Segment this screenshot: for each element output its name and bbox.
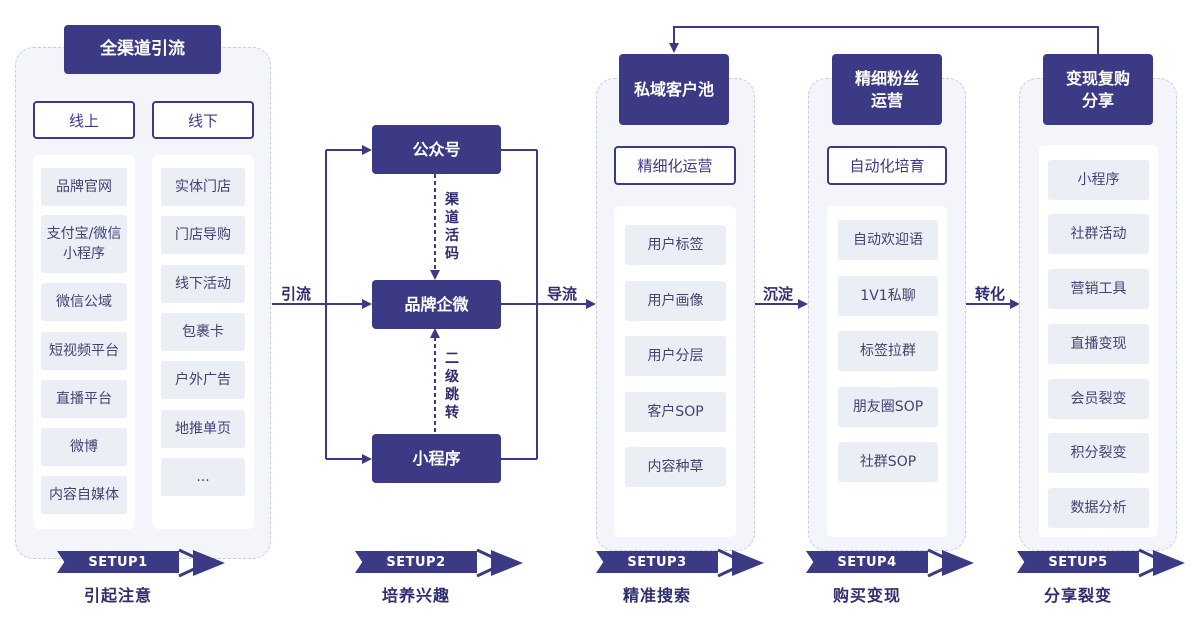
yinliu-label: 引流 bbox=[281, 285, 312, 303]
step-title: 购买变现 bbox=[832, 586, 901, 605]
step-tag: SETUP1 bbox=[57, 551, 179, 573]
feedback-loop-arrow bbox=[669, 26, 1099, 54]
col3-header: 私域客户池 bbox=[619, 54, 729, 125]
col4-item: 自动欢迎语 bbox=[838, 220, 938, 260]
col3-item: 用户标签 bbox=[625, 225, 726, 265]
offline-item: 户外广告 bbox=[161, 361, 245, 399]
col4-item: 社群SOP bbox=[838, 442, 938, 482]
col5-header: 变现复购 分享 bbox=[1043, 54, 1153, 125]
step-4: SETUP4 购买变现 bbox=[806, 548, 986, 608]
step-tag: SETUP2 bbox=[355, 551, 477, 573]
chendian-label: 沉淀 bbox=[763, 285, 794, 303]
miniprogram-node: 小程序 bbox=[372, 434, 501, 483]
step-tag: SETUP4 bbox=[806, 551, 928, 573]
channel-code-label: 渠道活码 bbox=[445, 192, 459, 262]
gongzhonghao-node: 公众号 bbox=[372, 125, 501, 174]
online-item: 微信公域 bbox=[41, 283, 127, 321]
online-label: 线上 bbox=[33, 101, 135, 139]
online-item: 直播平台 bbox=[41, 380, 127, 418]
brand-wecom-node: 品牌企微 bbox=[372, 280, 501, 329]
col5-item: 小程序 bbox=[1048, 160, 1149, 200]
col3-item: 用户画像 bbox=[625, 281, 726, 321]
offline-item: 实体门店 bbox=[161, 168, 245, 206]
step-2: SETUP2 培养兴趣 bbox=[355, 548, 535, 608]
col4-item: 朋友圈SOP bbox=[838, 387, 938, 427]
col3-sub-label: 精细化运营 bbox=[614, 146, 736, 185]
col3-item: 用户分层 bbox=[625, 336, 726, 376]
step-1: SETUP1 引起注意 bbox=[57, 548, 237, 608]
col3-item: 客户SOP bbox=[625, 392, 726, 432]
col4-item: 标签拉群 bbox=[838, 331, 938, 371]
zhuanhua-label: 转化 bbox=[975, 285, 1006, 303]
step-tag: SETUP5 bbox=[1017, 551, 1139, 573]
step-title: 培养兴趣 bbox=[381, 586, 450, 605]
col5-item: 社群活动 bbox=[1048, 214, 1149, 254]
offline-item: 地推单页 bbox=[161, 410, 245, 448]
col3-item: 内容种草 bbox=[625, 447, 726, 487]
step-tag: SETUP3 bbox=[596, 551, 718, 573]
step-title: 引起注意 bbox=[83, 586, 152, 605]
col4-header: 精细粉丝 运营 bbox=[832, 54, 942, 125]
offline-item: ... bbox=[161, 458, 245, 496]
col5-item: 直播变现 bbox=[1048, 324, 1149, 364]
col5-item: 会员裂变 bbox=[1048, 379, 1149, 419]
offline-item: 包裹卡 bbox=[161, 313, 245, 351]
step-title: 精准搜索 bbox=[622, 586, 691, 605]
step-5: SETUP5 分享裂变 bbox=[1017, 548, 1193, 608]
step-3: SETUP3 精准搜索 bbox=[596, 548, 776, 608]
online-item: 品牌官网 bbox=[41, 168, 127, 206]
offline-item: 线下活动 bbox=[161, 265, 245, 303]
online-item: 短视频平台 bbox=[41, 332, 127, 370]
double-chevron-icon bbox=[927, 548, 974, 578]
col1-header: 全渠道引流 bbox=[64, 25, 221, 74]
double-chevron-icon bbox=[1138, 548, 1185, 578]
offline-label: 线下 bbox=[152, 101, 254, 139]
secondary-jump-label: 二级跳转 bbox=[445, 351, 459, 421]
double-chevron-icon bbox=[717, 548, 764, 578]
online-item: 支付宝/微信 小程序 bbox=[41, 215, 127, 273]
double-chevron-icon bbox=[476, 548, 523, 578]
col4-sub-label: 自动化培育 bbox=[827, 146, 947, 185]
online-item: 微博 bbox=[41, 428, 127, 466]
col4-item: 1V1私聊 bbox=[838, 276, 938, 316]
col5-item: 营销工具 bbox=[1048, 269, 1149, 309]
double-chevron-icon bbox=[178, 548, 225, 578]
online-item: 内容自媒体 bbox=[41, 476, 127, 514]
offline-item: 门店导购 bbox=[161, 216, 245, 254]
daoliu-label: 导流 bbox=[547, 285, 578, 303]
col5-item: 积分裂变 bbox=[1048, 433, 1149, 473]
step-title: 分享裂变 bbox=[1043, 586, 1112, 605]
col5-item: 数据分析 bbox=[1048, 488, 1149, 528]
